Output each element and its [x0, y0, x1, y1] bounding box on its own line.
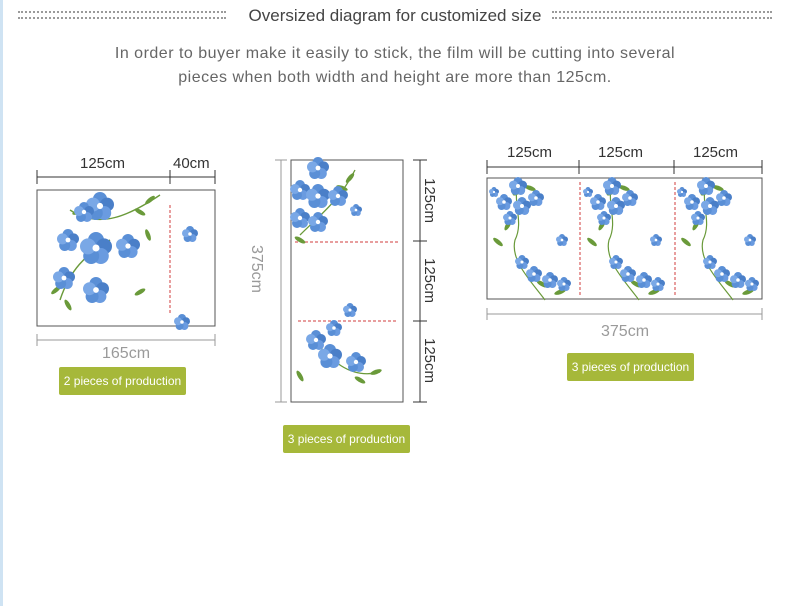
left-total-label: 165cm: [102, 345, 151, 362]
title-dotted-rule-right: [552, 11, 772, 19]
description: In order to buyer make it easily to stic…: [60, 42, 730, 90]
right-diagram: [486, 160, 763, 320]
left-width-label-1: 125cm: [80, 155, 126, 172]
description-line-2: pieces when both width and height are mo…: [178, 69, 612, 86]
left-diagram: [36, 170, 216, 346]
description-line-1: In order to buyer make it easily to stic…: [114, 45, 676, 62]
right-production-badge: 3 pieces of production: [567, 353, 694, 381]
left-width-label-2: 40cm: [173, 155, 210, 172]
left-production-badge: 2 pieces of production: [59, 367, 186, 395]
right-total-label: 375cm: [601, 323, 650, 340]
page-title: Oversized diagram for customized size: [0, 6, 790, 26]
middle-production-badge: 3 pieces of production: [283, 425, 410, 453]
title-dotted-rule-left: [18, 11, 226, 19]
left-edge-strip: [0, 0, 3, 606]
right-segment-1: 125cm: [507, 144, 553, 161]
right-segment-2: 125cm: [598, 144, 644, 161]
right-segment-3: 125cm: [693, 144, 739, 161]
middle-diagram: [275, 157, 427, 403]
